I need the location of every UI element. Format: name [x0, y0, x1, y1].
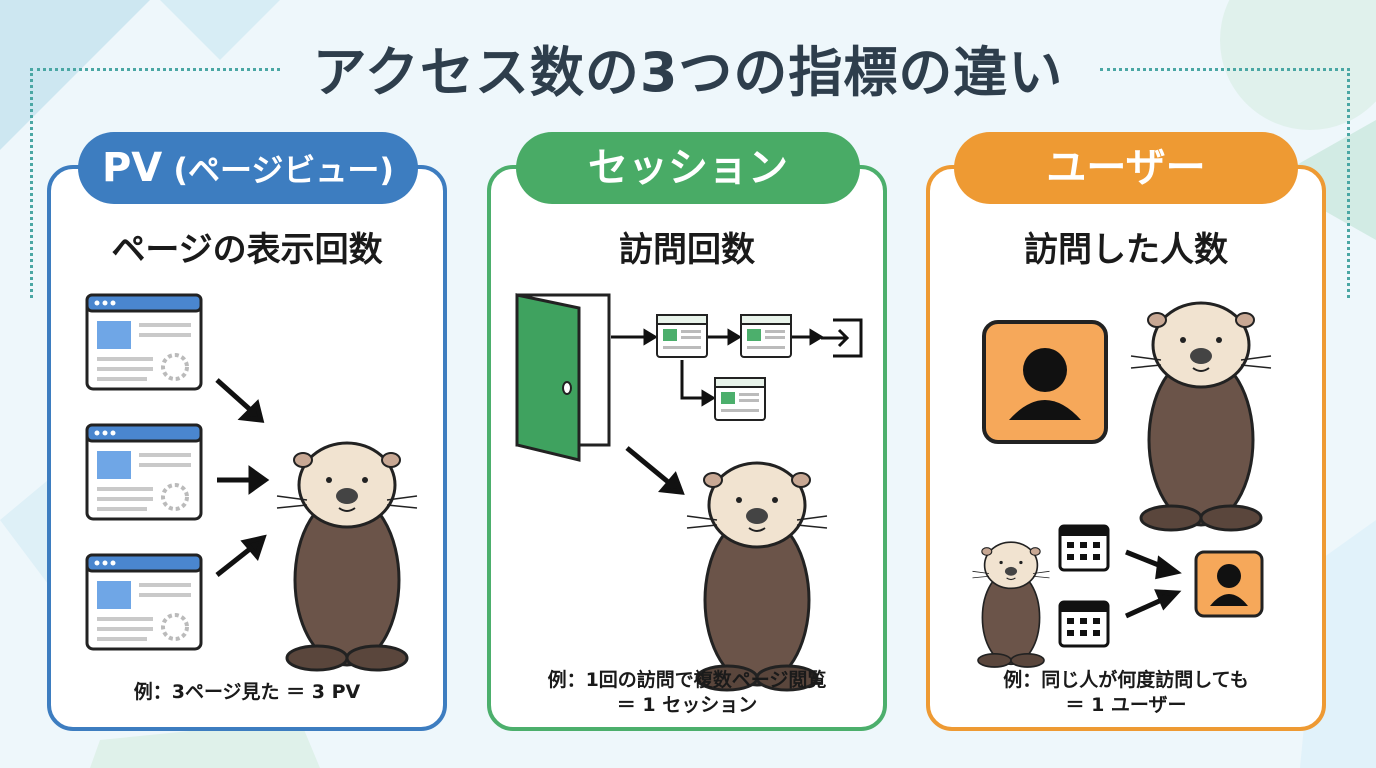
- caption-session: 例：1回の訪問で複数ページ閲覧＝ 1 セッション: [547, 669, 827, 716]
- title-divider-left: [30, 68, 280, 71]
- browser-window-icon: [85, 423, 203, 521]
- calendar-icon: [1058, 524, 1110, 572]
- otter-icon: [971, 541, 1051, 668]
- caption-user: 例：同じ人が何度訪問しても＝ 1 ユーザー: [1003, 669, 1249, 716]
- title-divider-right: [1100, 68, 1350, 71]
- heading-user: 訪問した人数: [1024, 230, 1228, 270]
- pv-illustration: [85, 293, 419, 672]
- arrow-icon: [215, 378, 270, 577]
- otter-icon: [275, 441, 419, 672]
- user-avatar-icon: [1194, 550, 1264, 618]
- frame-dots-right: [1347, 68, 1350, 298]
- frame-dots-left: [30, 68, 33, 298]
- door-icon: [515, 293, 611, 462]
- label-user: ユーザー: [954, 132, 1298, 204]
- browser-window-icon: [714, 377, 766, 421]
- label-pv: PV (ページビュー): [78, 132, 418, 204]
- heading-session: 訪問回数: [619, 230, 755, 270]
- label-session: セッション: [516, 132, 860, 204]
- browser-window-icon: [85, 553, 203, 651]
- browser-window-icon: [656, 314, 708, 358]
- calendar-icon: [1058, 600, 1110, 648]
- otter-icon: [685, 461, 829, 692]
- page-title: アクセス数の3つの指標の違い: [312, 41, 1064, 104]
- caption-pv: 例：3ページ見た ＝ 3 PV: [133, 681, 361, 703]
- browser-window-icon: [85, 293, 203, 391]
- arrow-icon: [1124, 549, 1182, 619]
- session-illustration: [515, 293, 863, 692]
- otter-icon: [1129, 301, 1273, 532]
- user-avatar-icon: [982, 320, 1108, 444]
- heading-pv: ページの表示回数: [111, 230, 383, 270]
- browser-window-icon: [740, 314, 792, 358]
- exit-icon: [821, 318, 863, 358]
- user-illustration: [971, 301, 1273, 668]
